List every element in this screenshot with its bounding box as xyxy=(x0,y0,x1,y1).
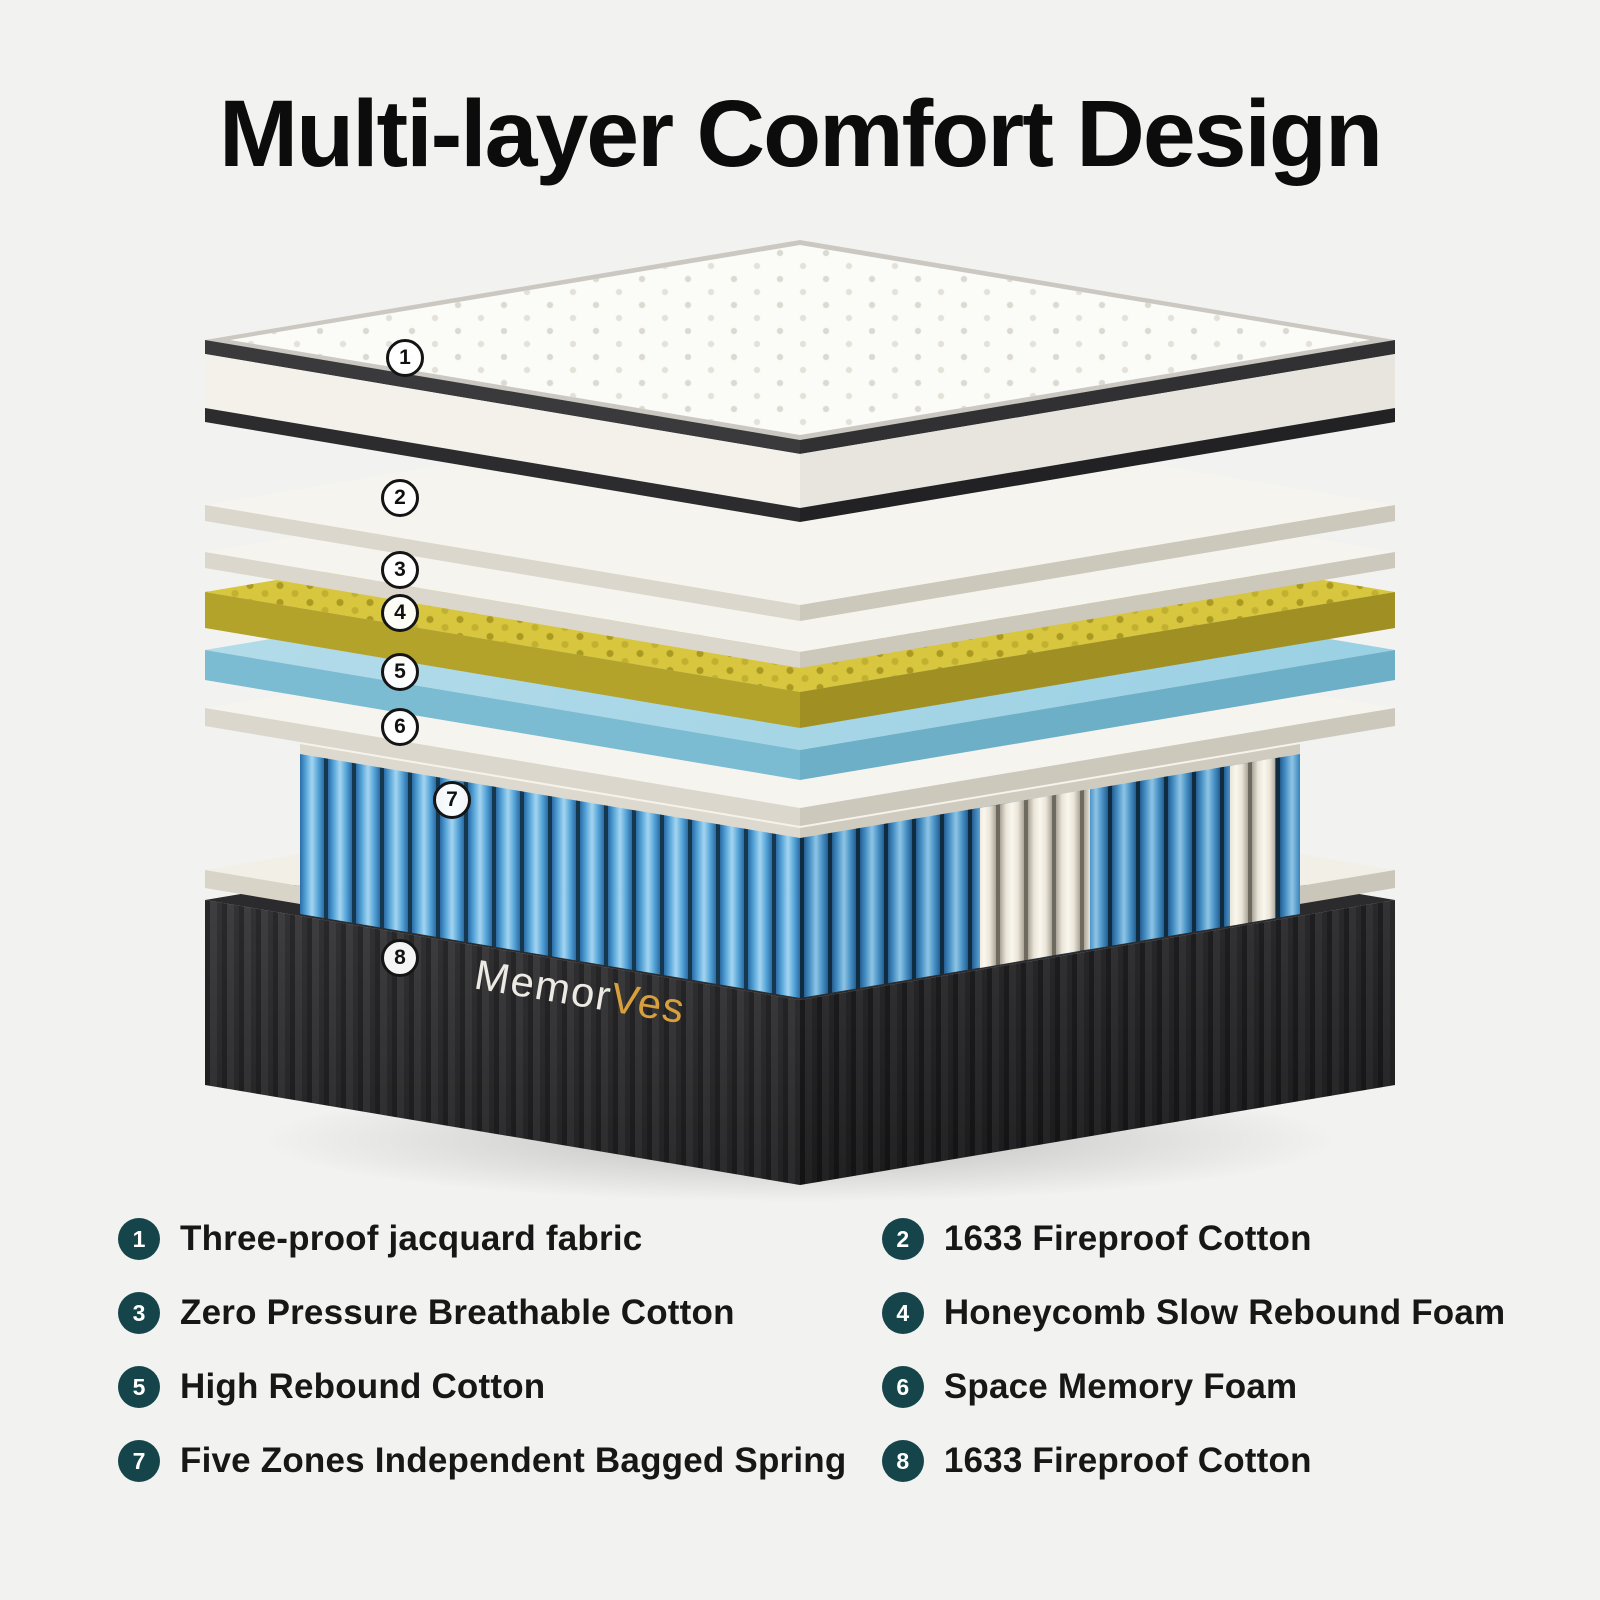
legend-item-6: 6 Space Memory Foam xyxy=(881,1366,1482,1408)
layer-7-white-coil-zone-edge xyxy=(1230,758,1275,926)
legend-label-3: Zero Pressure Breathable Cotton xyxy=(180,1293,735,1332)
legend-badge-6: 6 xyxy=(881,1366,924,1408)
legend-label-1: Three-proof jacquard fabric xyxy=(180,1219,643,1258)
layer-6-callout-badge: 6 xyxy=(381,708,419,746)
layer-5-callout-badge: 5 xyxy=(381,653,419,691)
layer-3-callout-badge: 3 xyxy=(381,551,419,589)
legend-item-3: 3 Zero Pressure Breathable Cotton xyxy=(118,1292,882,1334)
layer-1-callout-badge: 1 xyxy=(386,339,424,377)
legend-item-4: 4 Honeycomb Slow Rebound Foam xyxy=(881,1292,1505,1334)
layer-1-jacquard-fabric xyxy=(205,240,1395,522)
legend-badge-3: 3 xyxy=(118,1292,160,1334)
layer-2-callout-badge: 2 xyxy=(381,479,419,517)
legend-label-8: 1633 Fireproof Cotton xyxy=(943,1441,1312,1480)
layer-7-white-coil-zone xyxy=(980,789,1090,968)
layer-8-callout-badge: 8 xyxy=(381,939,419,977)
page-title: Multi-layer Comfort Design xyxy=(219,81,1383,187)
legend-label-5: High Rebound Cotton xyxy=(180,1367,546,1406)
legend-badge-8: 8 xyxy=(881,1440,924,1482)
legend-badge-7: 7 xyxy=(118,1440,160,1482)
legend-item-1: 1 Three-proof jacquard fabric xyxy=(118,1218,882,1260)
legend-item-8: 8 1633 Fireproof Cotton xyxy=(881,1440,1482,1482)
layer-7-callout-badge: 7 xyxy=(433,781,471,819)
legend-badge-5: 5 xyxy=(118,1366,160,1408)
legend-badge-4: 4 xyxy=(881,1292,924,1334)
layer-4-callout-badge: 4 xyxy=(381,594,419,632)
legend-label-4: Honeycomb Slow Rebound Foam xyxy=(943,1293,1506,1332)
legend-badge-1: 1 xyxy=(118,1218,160,1260)
layer-legend: 1 Three-proof jacquard fabric 2 1633 Fir… xyxy=(118,1218,1505,1482)
legend-label-2: 1633 Fireproof Cotton xyxy=(943,1219,1312,1258)
legend-label-7: Five Zones Independent Bagged Spring xyxy=(180,1441,847,1480)
legend-item-2: 2 1633 Fireproof Cotton xyxy=(881,1218,1482,1260)
legend-label-6: Space Memory Foam xyxy=(943,1367,1298,1406)
legend-badge-2: 2 xyxy=(881,1218,924,1260)
legend-item-7: 7 Five Zones Independent Bagged Spring xyxy=(118,1440,882,1482)
legend-item-5: 5 High Rebound Cotton xyxy=(118,1366,882,1408)
